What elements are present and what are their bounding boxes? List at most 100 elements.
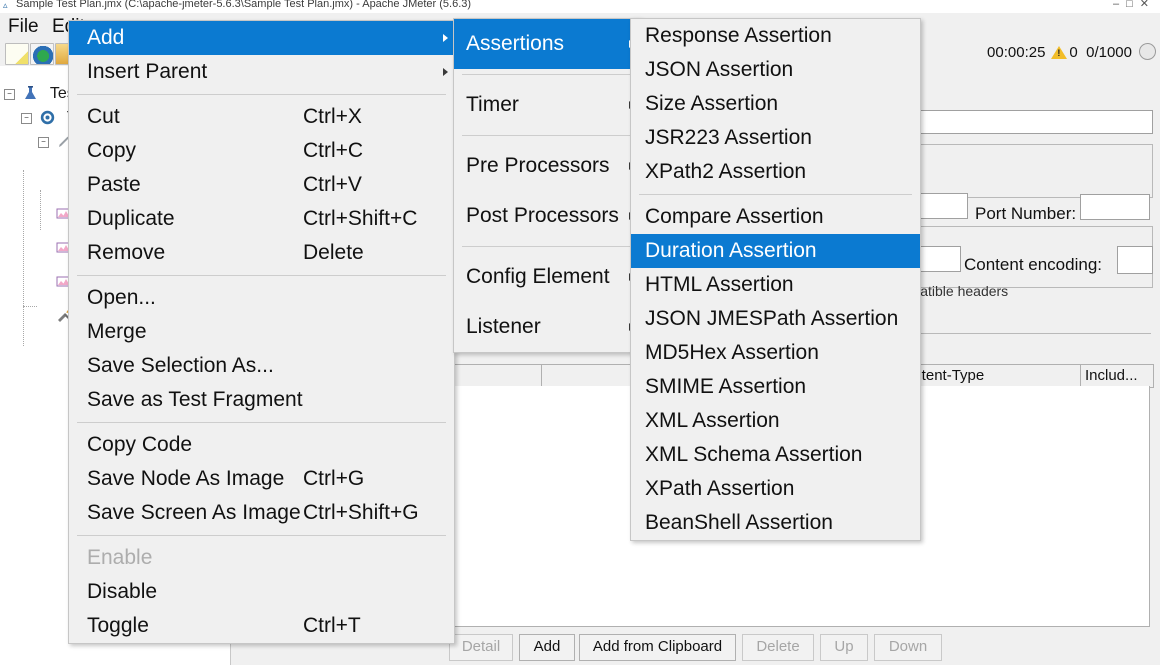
menu-item-label: Assertions bbox=[466, 32, 565, 55]
menu-item-duration-assertion[interactable]: Duration Assertion bbox=[631, 234, 920, 268]
menu-item-label: Size Assertion bbox=[645, 92, 779, 115]
thread-group-icon bbox=[39, 109, 56, 126]
window-controls[interactable]: –□✕ bbox=[1113, 0, 1156, 10]
menu-item-label: Post Processors bbox=[466, 204, 619, 227]
menu-item-label: XPath2 Assertion bbox=[645, 160, 807, 183]
down-button[interactable]: Down bbox=[874, 634, 942, 661]
menubar-item-file[interactable]: File bbox=[8, 16, 39, 37]
table-column-header[interactable] bbox=[445, 364, 547, 388]
menu-item-cut[interactable]: Cut Ctrl+X bbox=[69, 100, 454, 134]
menu-item-shortcut: Ctrl+X bbox=[303, 105, 362, 128]
menu-item-copy-code[interactable]: Copy Code bbox=[69, 428, 454, 462]
window-title: Sample Test Plan.jmx (C:\apache-jmeter-5… bbox=[16, 0, 472, 10]
menu-item-label: Disable bbox=[87, 580, 158, 603]
add-from-clipboard-button[interactable]: Add from Clipboard bbox=[579, 634, 736, 661]
delete-button[interactable]: Delete bbox=[742, 634, 814, 661]
menu-item-label: JSR223 Assertion bbox=[645, 126, 812, 149]
menu-item-label: Paste bbox=[87, 173, 141, 196]
menu-item-label: Cut bbox=[87, 105, 120, 128]
menu-item-label: Add bbox=[87, 26, 125, 49]
menu-separator bbox=[77, 422, 446, 423]
menu-item-config-element[interactable]: Config Element bbox=[454, 252, 640, 302]
menu-item-label: Save Selection As... bbox=[87, 354, 274, 377]
menu-separator bbox=[462, 246, 632, 247]
menu-item-toggle[interactable]: Toggle Ctrl+T bbox=[69, 609, 454, 643]
jmeter-icon: ▵ bbox=[3, 0, 8, 10]
menu-item-size-assertion[interactable]: Size Assertion bbox=[631, 87, 920, 121]
menu-item-open[interactable]: Open... bbox=[69, 281, 454, 315]
menu-item-label: JSON Assertion bbox=[645, 58, 794, 81]
menu-item-listener[interactable]: Listener bbox=[454, 302, 640, 352]
menu-separator bbox=[462, 74, 632, 75]
detail-button[interactable]: Detail bbox=[449, 634, 513, 661]
port-number-input[interactable] bbox=[1080, 194, 1150, 220]
menu-item-compare-assertion[interactable]: Compare Assertion bbox=[631, 200, 920, 234]
tree-toggle[interactable]: − bbox=[38, 137, 49, 148]
tree-toggle[interactable]: − bbox=[4, 89, 15, 100]
menu-item-label: Pre Processors bbox=[466, 154, 610, 177]
content-encoding-input[interactable] bbox=[1117, 246, 1153, 274]
new-test-plan-icon[interactable] bbox=[5, 43, 29, 65]
menu-item-disable[interactable]: Disable bbox=[69, 575, 454, 609]
table-column-header-include[interactable]: Includ... bbox=[1080, 364, 1154, 388]
menu-item-label: Insert Parent bbox=[87, 60, 208, 83]
menu-item-shortcut: Ctrl+G bbox=[303, 467, 365, 490]
menu-item-shortcut: Ctrl+T bbox=[303, 614, 361, 637]
menu-item-paste[interactable]: Paste Ctrl+V bbox=[69, 168, 454, 202]
content-encoding-label: Content encoding: bbox=[964, 255, 1102, 274]
menu-item-label: JSON JMESPath Assertion bbox=[645, 307, 899, 330]
menu-separator bbox=[77, 535, 446, 536]
menu-item-label: Open... bbox=[87, 286, 156, 309]
menu-item-save-selection-as[interactable]: Save Selection As... bbox=[69, 349, 454, 383]
menu-item-enable[interactable]: Enable bbox=[69, 541, 454, 575]
menu-item-add[interactable]: Add bbox=[69, 21, 454, 55]
menu-item-label: HTML Assertion bbox=[645, 273, 794, 296]
menu-item-label: Duration Assertion bbox=[645, 239, 817, 262]
assertions-submenu[interactable]: Response Assertion JSON Assertion Size A… bbox=[630, 18, 921, 541]
menu-item-save-as-test-fragment[interactable]: Save as Test Fragment bbox=[69, 383, 454, 417]
menu-item-post-processors[interactable]: Post Processors bbox=[454, 191, 640, 241]
menu-item-label: XML Schema Assertion bbox=[645, 443, 863, 466]
menu-item-xml-schema-assertion[interactable]: XML Schema Assertion bbox=[631, 438, 920, 472]
table-column-header-content-type[interactable]: ontent-Type bbox=[900, 364, 1086, 388]
menu-item-xml-assertion[interactable]: XML Assertion bbox=[631, 404, 920, 438]
menu-item-merge[interactable]: Merge bbox=[69, 315, 454, 349]
test-plan-icon bbox=[22, 85, 39, 102]
menu-item-html-assertion[interactable]: HTML Assertion bbox=[631, 268, 920, 302]
templates-icon[interactable] bbox=[30, 43, 54, 65]
warning-count: 0 bbox=[1069, 44, 1078, 61]
menu-separator bbox=[77, 275, 446, 276]
menu-item-xpath2-assertion[interactable]: XPath2 Assertion bbox=[631, 155, 920, 189]
menu-item-label: Remove bbox=[87, 241, 166, 264]
up-button[interactable]: Up bbox=[820, 634, 868, 661]
menu-item-label: SMIME Assertion bbox=[645, 375, 807, 398]
menu-item-label: Save as Test Fragment bbox=[87, 388, 303, 411]
menu-item-remove[interactable]: Remove Delete bbox=[69, 236, 454, 270]
menu-item-json-assertion[interactable]: JSON Assertion bbox=[631, 53, 920, 87]
menu-item-label: Copy Code bbox=[87, 433, 193, 456]
menu-item-pre-processors[interactable]: Pre Processors bbox=[454, 141, 640, 191]
menu-item-json-jmespath-assertion[interactable]: JSON JMESPath Assertion bbox=[631, 302, 920, 336]
menu-item-shortcut: Ctrl+C bbox=[303, 139, 364, 162]
menu-item-smime-assertion[interactable]: SMIME Assertion bbox=[631, 370, 920, 404]
menu-item-jsr223-assertion[interactable]: JSR223 Assertion bbox=[631, 121, 920, 155]
menu-item-beanshell-assertion[interactable]: BeanShell Assertion bbox=[631, 506, 920, 540]
menu-item-save-node-as-image[interactable]: Save Node As Image Ctrl+G bbox=[69, 462, 454, 496]
menu-item-assertions[interactable]: Assertions bbox=[454, 19, 640, 69]
menu-item-response-assertion[interactable]: Response Assertion bbox=[631, 19, 920, 53]
add-submenu[interactable]: Assertions Timer Pre Processors Post Pro… bbox=[453, 18, 641, 353]
add-button[interactable]: Add bbox=[519, 634, 575, 661]
run-indicator-icon[interactable] bbox=[1139, 43, 1156, 60]
menu-item-duplicate[interactable]: Duplicate Ctrl+Shift+C bbox=[69, 202, 454, 236]
menu-item-xpath-assertion[interactable]: XPath Assertion bbox=[631, 472, 920, 506]
menu-item-timer[interactable]: Timer bbox=[454, 80, 640, 130]
menu-item-save-screen-as-image[interactable]: Save Screen As Image Ctrl+Shift+G bbox=[69, 496, 454, 530]
tree-toggle[interactable]: − bbox=[21, 113, 32, 124]
menu-item-label: Save Node As Image bbox=[87, 467, 285, 490]
chevron-right-icon bbox=[443, 34, 448, 42]
menu-item-copy[interactable]: Copy Ctrl+C bbox=[69, 134, 454, 168]
menu-item-label: Copy bbox=[87, 139, 137, 162]
context-menu[interactable]: Add Insert Parent Cut Ctrl+X Copy Ctrl+C… bbox=[68, 20, 455, 644]
menu-item-insert-parent[interactable]: Insert Parent bbox=[69, 55, 454, 89]
menu-item-md5hex-assertion[interactable]: MD5Hex Assertion bbox=[631, 336, 920, 370]
